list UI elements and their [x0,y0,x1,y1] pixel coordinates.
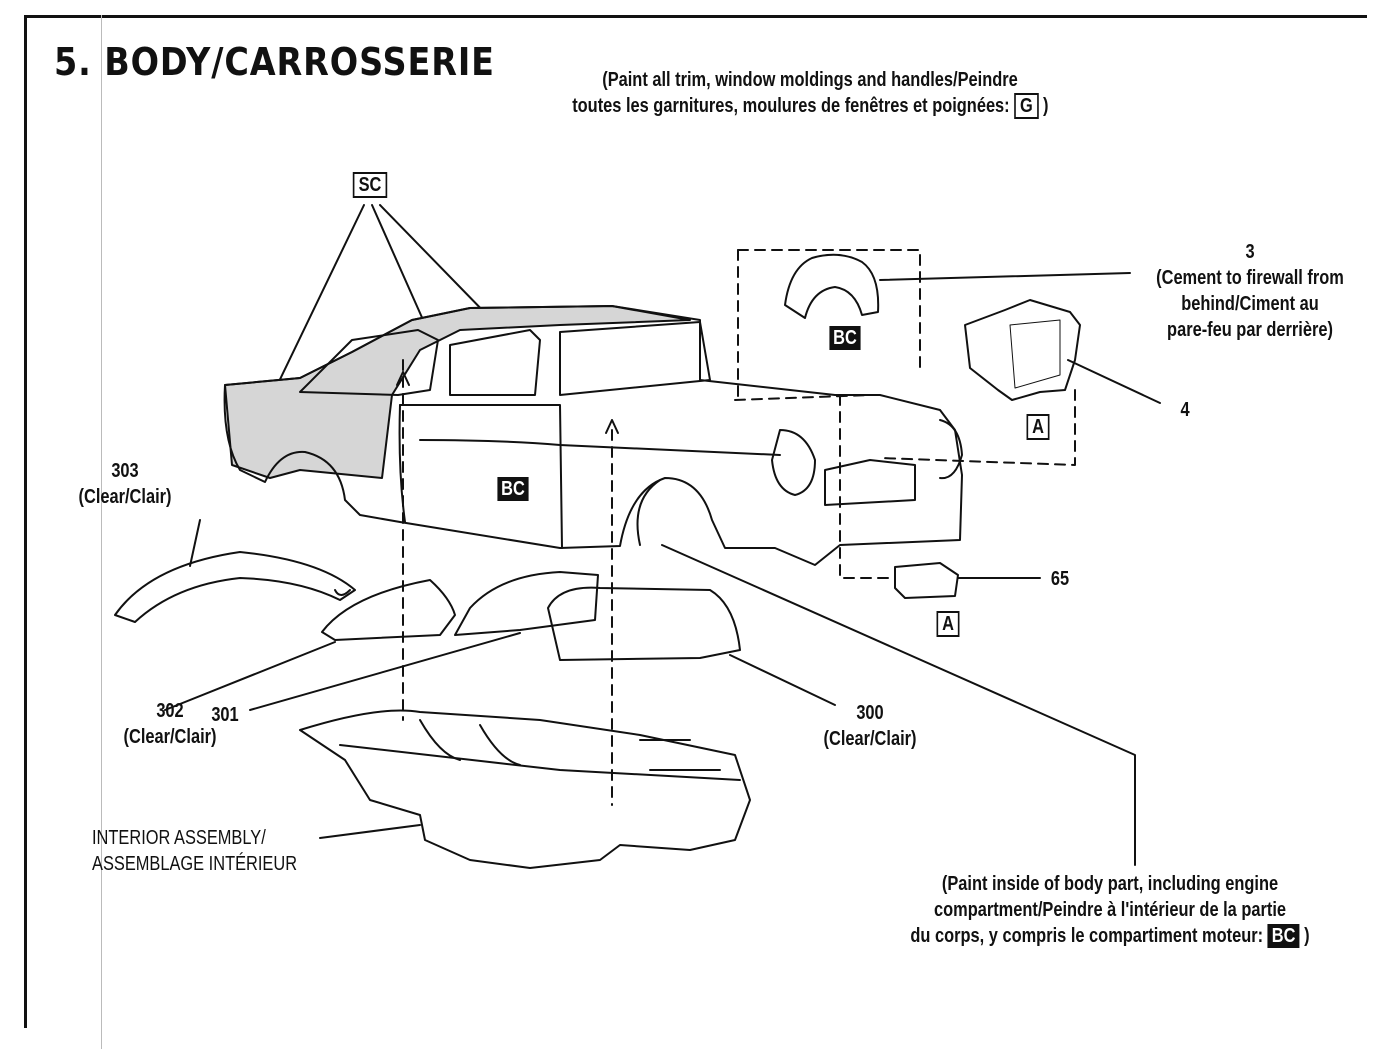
part-65-number: 65 [1050,568,1070,590]
part-300-note: (Clear/Clair) [823,728,917,750]
part-302-door-glass [321,579,456,641]
trim-note-close: ) [1043,95,1049,117]
interior-tub [299,709,751,869]
code-bc-badge: BC [1267,924,1300,948]
part-302-callout: 302 (Clear/Clair) [109,698,232,750]
part-303-callout: 303 (Clear/Clair) [64,458,187,510]
part-302-number: 302 [156,700,184,722]
sc-leader-3 [379,204,493,321]
part-303-note: (Clear/Clair) [78,486,172,508]
bc-label-firewall: BC [825,325,866,351]
sc-badge: SC [352,172,388,198]
part-301-number: 301 [211,704,239,726]
fold-line [101,15,102,1049]
car-body [223,305,963,566]
part-3-number: 3 [1245,241,1255,263]
part-3-firewall [784,253,880,319]
a-label-65: A [928,611,969,637]
part-302-note: (Clear/Clair) [123,726,217,748]
trim-note: (Paint all trim, window moldings and han… [572,67,1048,119]
part-301-rear-glass [454,571,599,636]
inside-note-close: ) [1304,925,1310,947]
part-3-callout: 3 (Cement to firewall from behind/Ciment… [1135,239,1365,343]
part-65 [894,562,959,599]
inside-note-text: du corps, y compris le compartiment mote… [910,925,1264,947]
part-303-number: 303 [111,460,139,482]
part-3-line3: pare-feu par derrière) [1167,319,1333,341]
a-label-grille: A [1018,414,1059,440]
bc-label-body: BC [493,476,534,502]
inside-note-line2: compartment/Peindre à l'intérieur de la … [933,899,1287,921]
part-300-windshield [547,586,741,661]
part-300-callout: 300 (Clear/Clair) [809,700,932,752]
assembly-guides [402,249,1076,806]
part-300-number: 300 [856,702,884,724]
part-3-line1: (Cement to firewall from [1156,267,1344,289]
part-4-grille [964,299,1081,401]
bc-badge-body: BC [497,477,529,501]
trim-note-line1: (Paint all trim, window moldings and han… [602,69,1018,91]
inside-note: (Paint inside of body part, including en… [905,871,1315,949]
part-3-line2: behind/Ciment au [1181,293,1319,315]
trim-note-text: toutes les garnitures, moulures de fenêt… [572,95,1010,117]
sc-leader-1 [271,204,365,397]
sc-label: SC [350,172,391,198]
interior-line1: INTERIOR ASSEMBLY/ [92,827,266,849]
bc-badge-firewall: BC [829,326,861,350]
page-frame [24,15,1367,1028]
part-303-rear-window [114,551,356,623]
inside-note-line3: du corps, y compris le compartiment mote… [905,923,1315,949]
interior-line2: ASSEMBLAGE INTÉRIEUR [92,853,298,875]
part-4-number: 4 [1180,399,1190,421]
interior-callout: INTERIOR ASSEMBLY/ ASSEMBLAGE INTÉRIEUR [92,825,297,877]
section-title: 5. BODY/CARROSSERIE [54,40,495,84]
a-badge-65: A [936,611,960,637]
a-badge-grille: A [1026,414,1050,440]
inside-note-line1: (Paint inside of body part, including en… [941,873,1279,895]
trim-note-line2: toutes les garnitures, moulures de fenêt… [572,93,1048,119]
code-g-badge: G [1014,93,1039,119]
